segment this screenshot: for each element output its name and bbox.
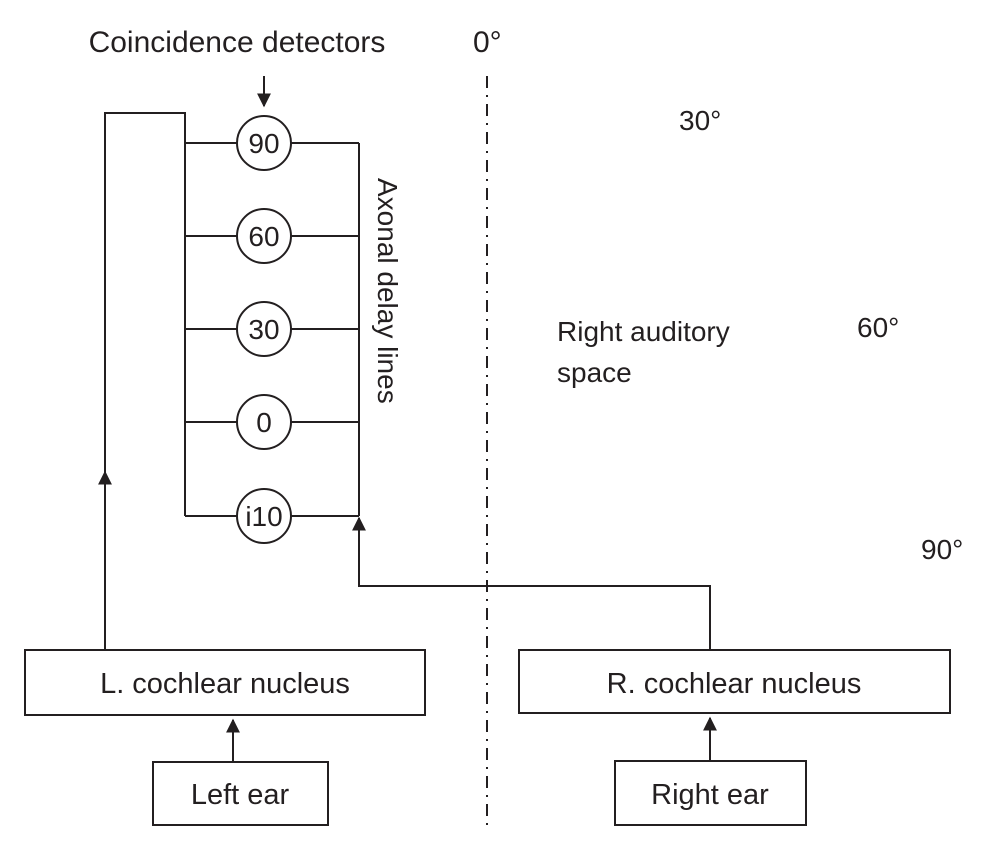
angle-label-90: 90° — [921, 534, 963, 565]
midline-angle-label: 0° — [473, 26, 502, 59]
detector-node — [236, 301, 292, 357]
right-ear-label: Right ear — [651, 779, 769, 811]
detector-node — [236, 208, 292, 264]
detector-node — [236, 394, 292, 450]
left-cochlear-nucleus-label: L. cochlear nucleus — [100, 668, 350, 700]
right-cochlear-nucleus-box: R. cochlear nucleus — [518, 649, 951, 714]
right-auditory-space-line2: space — [557, 357, 632, 388]
left-cochlear-nucleus-box: L. cochlear nucleus — [24, 649, 426, 716]
left-delay-bus — [104, 112, 186, 516]
angle-label-60: 60° — [857, 312, 899, 343]
left-ear-label: Left ear — [191, 779, 290, 811]
axonal-delay-lines-label: Axonal delay lines — [372, 178, 403, 404]
detector-row-30: 30 — [185, 301, 359, 357]
detector-label: 0 — [256, 407, 272, 438]
detector-label: 90 — [248, 128, 279, 159]
right-cochlear-nucleus-label: R. cochlear nucleus — [607, 668, 862, 700]
detector-row-60: 60 — [185, 208, 359, 264]
detector-node — [236, 115, 292, 171]
right-auditory-space-line1: Right auditory — [557, 316, 730, 347]
left-ear-box: Left ear — [152, 761, 329, 826]
coincidence-detectors-label: Coincidence detectors — [89, 26, 386, 59]
detector-label: 60 — [248, 221, 279, 252]
detector-row-i10: i10 — [185, 488, 359, 544]
right-input-line — [358, 530, 711, 650]
right-ear-box: Right ear — [614, 760, 807, 826]
detector-row-0: 0 — [185, 394, 359, 450]
angle-label-30: 30° — [679, 105, 721, 136]
detector-node — [236, 488, 292, 544]
detector-row-90: 90 — [185, 115, 359, 171]
detector-label: 30 — [248, 314, 279, 345]
detector-label: i10 — [245, 501, 282, 532]
